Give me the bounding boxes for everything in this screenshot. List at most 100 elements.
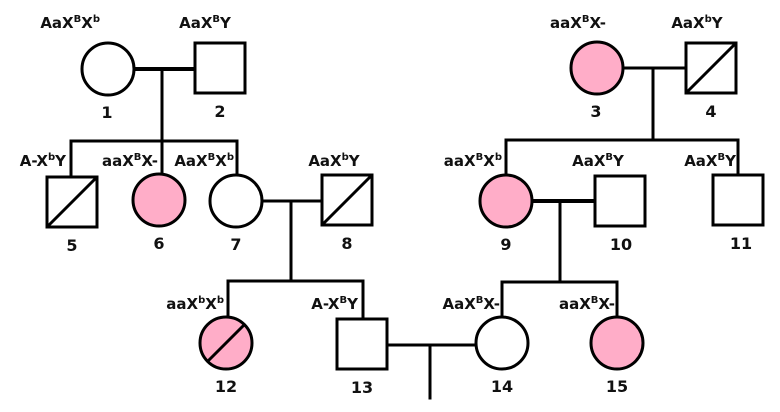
allele-superscript: b: [227, 152, 234, 163]
genotype-part: X: [330, 152, 342, 170]
female-circle: [589, 315, 645, 371]
pedigree-lines: [69, 66, 740, 400]
genotype-label: aaXb​Xb​: [166, 295, 224, 313]
genotype-label: aaXB​Xb​: [444, 152, 502, 170]
individual-15: aaXB​X-15: [559, 295, 645, 396]
female-circle: [478, 173, 534, 229]
genotype-part: X: [328, 295, 340, 313]
individual-number: 6: [153, 234, 164, 253]
individual-13: A-XB​Y 13: [311, 295, 389, 397]
genotype-part: X: [196, 152, 208, 170]
allele-superscript: b: [705, 14, 712, 25]
individual-14: AaXB​X-14: [442, 295, 530, 396]
female-circle: [474, 315, 530, 371]
male-square: [335, 317, 389, 371]
allele-superscript: b: [93, 14, 100, 25]
individual-number: 14: [491, 377, 513, 396]
genotype-part: X: [706, 152, 718, 170]
allele-superscript: B: [591, 295, 599, 306]
genotype-label: A-Xb​Y: [20, 152, 67, 170]
individual-3: aaXB​X-3: [550, 14, 625, 121]
genotype-part: Y: [724, 152, 737, 170]
allele-superscript: B: [476, 295, 484, 306]
genotype-part: aa: [559, 295, 579, 313]
genotype-label: AaXb​Y: [308, 152, 360, 170]
genotype-part: Aa: [671, 14, 693, 32]
female-circle: [131, 172, 187, 228]
genotype-part: A-: [311, 295, 329, 313]
genotype-part: aa: [166, 295, 186, 313]
individual-10: AaXB​Y10: [572, 152, 647, 254]
genotype-label: aaXB​X-: [102, 152, 158, 170]
genotype-part: X: [464, 295, 476, 313]
genotype-part: Y: [346, 295, 359, 313]
genotype-part: X: [464, 152, 476, 170]
genotype-part: X: [187, 295, 199, 313]
male-square: [593, 174, 647, 228]
individual-2: AaXB​Y2: [179, 14, 247, 121]
allele-superscript: B: [582, 14, 590, 25]
individual-number: 1: [101, 103, 112, 122]
allele-superscript: B: [476, 152, 484, 163]
genotype-part: X: [62, 14, 74, 32]
individual-number: 11: [730, 234, 752, 253]
pedigree-individuals: AaXB​Xb​ 1 AaXB​Y2 aaXB​X-3 AaXb​Y4A-Xb​Y 5 aa…: [20, 14, 765, 397]
individual-4: AaXb​Y4: [671, 14, 738, 121]
genotype-label: aaXB​X-: [559, 295, 615, 313]
allele-superscript: B: [340, 295, 348, 306]
genotype-part: X-: [589, 14, 606, 32]
genotype-part: aa: [550, 14, 570, 32]
individual-8: AaXb​Y 8: [308, 152, 374, 253]
female-circle: [208, 173, 264, 229]
individual-number: 5: [66, 236, 77, 255]
individual-9: aaXB​Xb​ 9: [444, 152, 534, 254]
genotype-part: aa: [444, 152, 464, 170]
individual-1: AaXB​Xb​ 1: [40, 14, 136, 122]
individual-number: 8: [341, 234, 352, 253]
genotype-part: Y: [711, 14, 724, 32]
genotype-part: Aa: [684, 152, 706, 170]
genotype-part: X-: [141, 152, 158, 170]
genotype-label: AaXb​Y: [671, 14, 723, 32]
individual-7: AaXB​Xb​ 7: [174, 152, 264, 254]
allele-superscript: b: [48, 152, 55, 163]
male-square: [193, 41, 247, 95]
female-circle: [80, 41, 136, 97]
allele-superscript: b: [495, 152, 502, 163]
genotype-label: aaXB​X-: [550, 14, 606, 32]
diagonal-slash-icon: [45, 175, 99, 229]
allele-superscript: B: [605, 152, 613, 163]
genotype-part: Aa: [40, 14, 62, 32]
genotype-part: X: [483, 152, 495, 170]
genotype-part: X-: [598, 295, 615, 313]
genotype-part: aa: [102, 152, 122, 170]
genotype-label: A-XB​Y: [311, 295, 359, 313]
genotype-part: X: [122, 152, 134, 170]
diagonal-slash-icon: [684, 41, 738, 95]
genotype-part: Y: [348, 152, 361, 170]
genotype-part: Y: [612, 152, 625, 170]
genotype-label: AaXB​Y: [179, 14, 232, 32]
individual-number: 10: [610, 235, 632, 254]
genotype-part: Aa: [179, 14, 201, 32]
allele-superscript: B: [212, 14, 220, 25]
individual-number: 9: [500, 235, 511, 254]
allele-superscript: B: [74, 14, 82, 25]
genotype-part: Aa: [442, 295, 464, 313]
genotype-label: AaXB​Xb​: [40, 14, 100, 32]
allele-superscript: b: [217, 295, 224, 306]
individual-number: 13: [351, 378, 373, 397]
allele-superscript: B: [208, 152, 216, 163]
genotype-part: Aa: [174, 152, 196, 170]
individual-5: A-Xb​Y 5: [20, 152, 99, 255]
diagonal-slash-icon: [320, 173, 374, 227]
genotype-part: X: [693, 14, 705, 32]
allele-superscript: b: [198, 295, 205, 306]
individual-number: 7: [230, 235, 241, 254]
genotype-part: A-: [20, 152, 38, 170]
genotype-label: AaXB​Xb​: [174, 152, 234, 170]
genotype-part: X: [205, 295, 217, 313]
genotype-part: Aa: [572, 152, 594, 170]
genotype-part: X: [215, 152, 227, 170]
